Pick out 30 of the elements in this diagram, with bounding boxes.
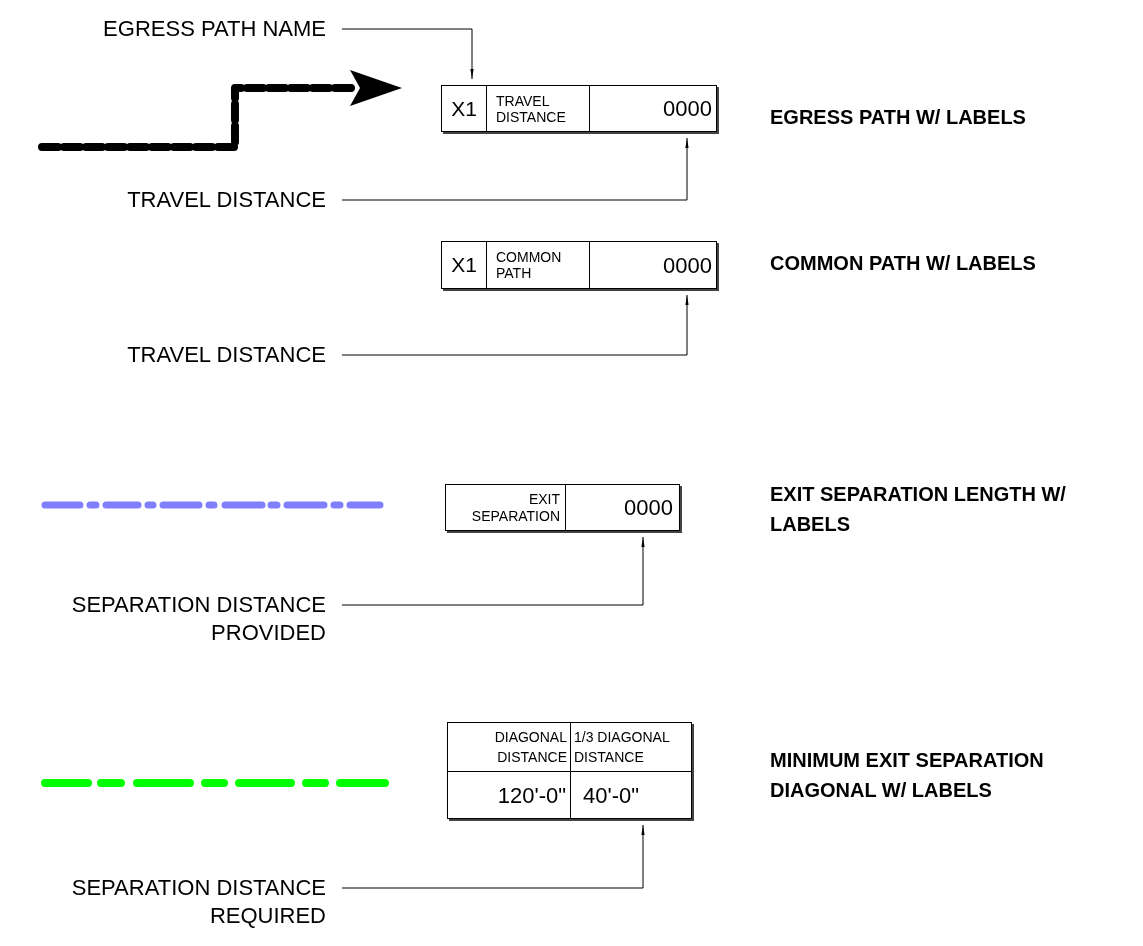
- leader-line: [341, 28, 477, 80]
- path-name: X1: [451, 95, 477, 122]
- leader-label: EGRESS PATH NAME: [103, 15, 326, 43]
- label-tag: [441, 85, 717, 132]
- leader-label: SEPARATION DISTANCE REQUIRED: [70, 874, 326, 930]
- section-title: EGRESS PATH W/ LABELS: [770, 105, 1027, 130]
- table-header: 1/3 DIAGONAL DISTANCE: [574, 728, 671, 767]
- leader-line: [341, 294, 692, 356]
- leader-label: SEPARATION DISTANCE PROVIDED: [70, 591, 326, 647]
- leader-line: [341, 137, 692, 201]
- section-title: MINIMUM EXIT SEPARATION DIAGONAL W/ LABELS: [770, 748, 1045, 803]
- section-title: EXIT SEPARATION LENGTH W/ LABELS: [770, 482, 1067, 537]
- distance-value: 0000: [624, 494, 673, 522]
- distance-value: 0000: [663, 95, 712, 123]
- path-name: X1: [451, 252, 477, 279]
- table-value: 120'-0": [497, 781, 566, 810]
- table-header: DIAGONAL DISTANCE: [493, 728, 567, 767]
- leader-line: [341, 536, 648, 606]
- tag-caption: COMMON PATH: [496, 249, 563, 281]
- leader-label: TRAVEL DISTANCE: [127, 186, 326, 214]
- tag-caption: TRAVEL DISTANCE: [496, 92, 567, 125]
- section-title: COMMON PATH W/ LABELS: [770, 251, 1037, 276]
- table-value: 40'-0": [583, 781, 640, 810]
- leader-label: TRAVEL DISTANCE: [127, 341, 326, 369]
- label-tag: [441, 241, 717, 289]
- leader-line: [341, 824, 648, 889]
- tag-caption: EXIT SEPARATION: [470, 490, 560, 525]
- label-tag: [445, 484, 680, 531]
- label-tag: [447, 722, 692, 819]
- distance-value: 0000: [663, 251, 712, 280]
